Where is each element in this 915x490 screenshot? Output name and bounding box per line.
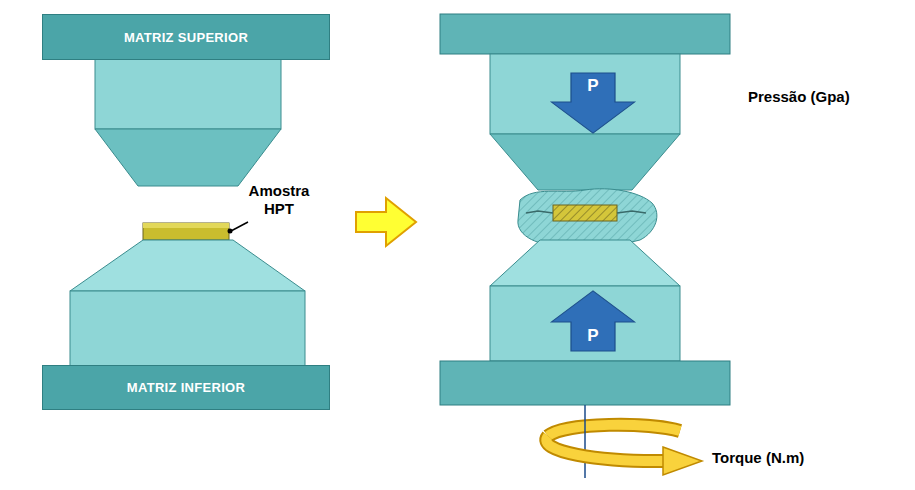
deformed-zone — [518, 189, 657, 245]
upper-die-right — [440, 14, 730, 190]
pressure-arrow: P — [549, 290, 637, 352]
pressure-arrow: P — [549, 72, 637, 134]
sample-label: Amostra HPT — [241, 182, 317, 218]
pressure-symbol: P — [549, 76, 637, 96]
process-arrow — [356, 198, 416, 246]
lower-die-right — [440, 240, 730, 405]
leader-dot — [228, 229, 233, 234]
die-flange: MATRIZ INFERIOR — [42, 365, 330, 410]
torque-symbol — [546, 405, 702, 478]
leader-line — [231, 222, 248, 231]
lower-die-left — [70, 240, 305, 366]
upper-die-left — [95, 59, 281, 186]
hpt-sample — [143, 223, 229, 240]
torque-label: Torque (N.m) — [712, 449, 804, 467]
pressure-symbol: P — [549, 326, 637, 346]
die-name: MATRIZ SUPERIOR — [124, 30, 248, 45]
die-name: MATRIZ INFERIOR — [127, 380, 245, 395]
die-flange: MATRIZ SUPERIOR — [42, 14, 330, 60]
pressure-label: Pressão (Gpa) — [748, 88, 850, 106]
